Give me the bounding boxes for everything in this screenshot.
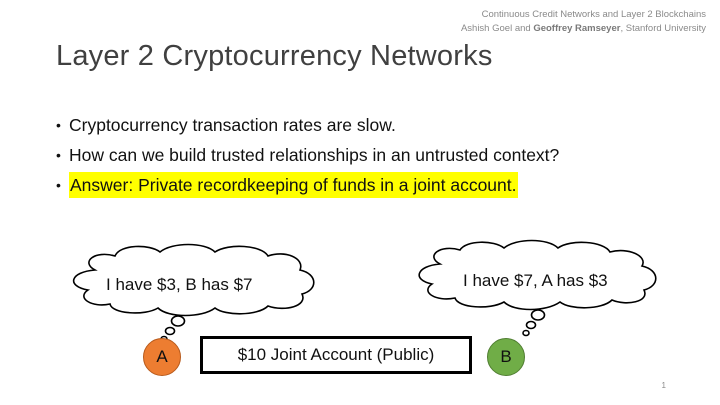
thought-bubbles-b: [522, 309, 546, 337]
cloud-b-text: I have $7, A has $3: [463, 271, 608, 290]
cloud-a-text: I have $3, B has $7: [106, 275, 253, 294]
authors-plain-1: Ashish Goel and: [460, 23, 534, 34]
bullet-dot-icon: •: [56, 117, 61, 133]
node-b: B: [487, 338, 525, 376]
node-a: A: [143, 338, 181, 376]
thought-cloud-a: [73, 243, 315, 317]
header-line-1: Continuous Credit Networks and Layer 2 B…: [481, 9, 706, 20]
bullet-list: • Cryptocurrency transaction rates are sl…: [56, 110, 559, 200]
authors-bold: Geoffrey Ramseyer: [533, 23, 621, 34]
bullet-dot-icon: •: [56, 177, 61, 193]
bullet-text-3-highlighted: Answer: Private recordkeeping of funds i…: [69, 172, 518, 198]
bullet-dot-icon: •: [56, 147, 61, 163]
bullet-text-1: Cryptocurrency transaction rates are slo…: [69, 115, 396, 135]
page-number: 1: [661, 381, 666, 390]
slide-title: Layer 2 Cryptocurrency Networks: [56, 40, 493, 72]
thought-cloud-b: [418, 239, 657, 311]
header-authors: Ashish Goel and Geoffrey Ramseyer, Stanf…: [461, 22, 706, 36]
bullet-item-1: • Cryptocurrency transaction rates are sl…: [56, 110, 559, 140]
bullet-text-2: How can we build trusted relationships i…: [69, 145, 560, 165]
joint-account-box: $10 Joint Account (Public): [200, 336, 472, 374]
bullet-item-2: • How can we build trusted relationships …: [56, 140, 559, 170]
authors-plain-2: , Stanford University: [620, 23, 706, 34]
thought-bubbles-a: [160, 315, 186, 343]
header-note: Continuous Credit Networks and Layer 2 B…: [461, 8, 706, 36]
bullet-item-3: • Answer: Private recordkeeping of funds …: [56, 170, 559, 200]
